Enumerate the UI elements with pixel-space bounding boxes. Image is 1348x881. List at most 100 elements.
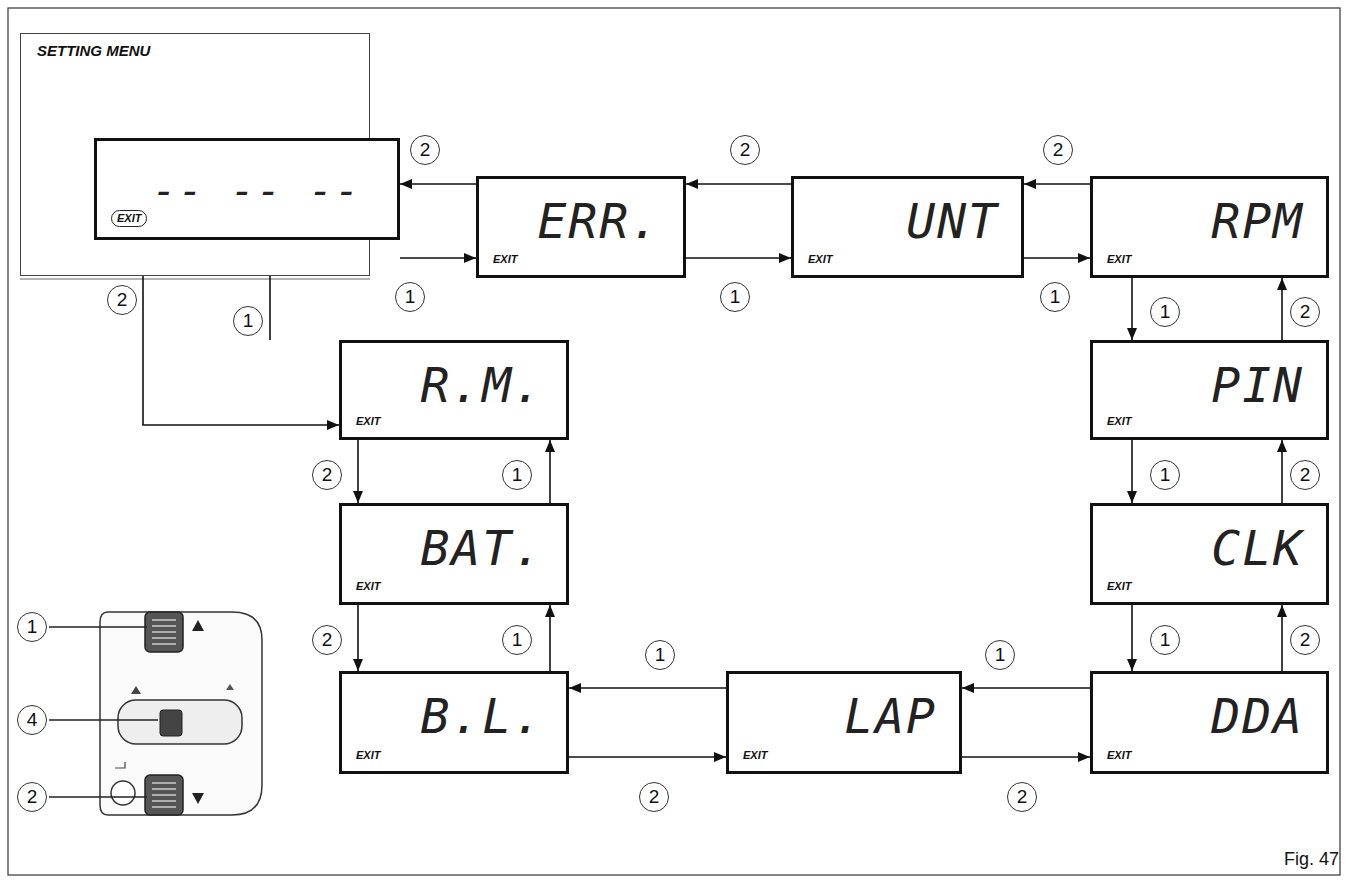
- figure-frame: [8, 8, 1340, 875]
- button-callout: 1: [502, 625, 532, 655]
- exit-indicator: EXIT: [1107, 416, 1131, 427]
- button-callout: 2: [410, 135, 440, 165]
- menu-arrow: [1131, 278, 1133, 340]
- button-rib: [152, 782, 176, 784]
- menu-arrow: [569, 687, 726, 689]
- button-callout: 1: [1150, 297, 1180, 327]
- menu-arrow: [1281, 278, 1283, 340]
- menu-title: SETTING MENU: [37, 42, 150, 59]
- exit-indicator: EXIT: [356, 581, 380, 592]
- callout-number: 4: [17, 705, 47, 735]
- button-rib: [152, 794, 176, 796]
- menu-arrow: [357, 440, 359, 503]
- down-triangle: [192, 793, 204, 804]
- display-readout: PIN: [1211, 361, 1304, 409]
- exit-indicator: EXIT: [808, 254, 832, 265]
- button-callout: 2: [1007, 782, 1037, 812]
- up-button: [145, 612, 183, 652]
- display-readout: B.L.: [420, 692, 544, 740]
- button-callout: 1: [1150, 625, 1180, 655]
- button-callout: 2: [639, 782, 669, 812]
- menu-arrow: [962, 756, 1090, 758]
- menu-arrow: [357, 605, 359, 671]
- joystick-knob: [160, 710, 182, 736]
- exit-indicator: EXIT: [1107, 254, 1131, 265]
- menu-arrow: [400, 257, 476, 259]
- button-callout: 2: [312, 625, 342, 655]
- button-callout: 1: [395, 282, 425, 312]
- menu-arrow: [1024, 183, 1090, 185]
- display-readout: UNT: [906, 197, 999, 245]
- display-readout: BAT.: [420, 524, 544, 572]
- button-callout: 2: [1290, 297, 1320, 327]
- down-button: [145, 775, 183, 815]
- menu-arrow: [549, 440, 551, 503]
- button-callout: 2: [312, 460, 342, 490]
- button-rib: [152, 631, 176, 633]
- display-screen-box: ERR. EXIT: [476, 176, 686, 278]
- button-rib: [152, 800, 176, 802]
- display-screen-box: B.L.EXIT: [339, 671, 569, 774]
- figure-number: Fig. 47: [1284, 849, 1339, 870]
- exit-indicator: EXIT: [743, 750, 767, 761]
- exit-indicator: EXIT: [356, 416, 380, 427]
- display-screen-box: UNT EXIT: [791, 176, 1024, 278]
- display-screen-box: -- -- -- EXIT: [94, 138, 400, 240]
- leader-line: [49, 719, 158, 720]
- small-mark: [131, 686, 141, 694]
- menu-arrow: [686, 183, 791, 185]
- display-screen-box: DDAEXIT: [1090, 671, 1329, 774]
- menu-group-box: SETTING MENU -- -- -- EXIT: [20, 33, 370, 276]
- display-readout: -- -- --: [152, 171, 361, 211]
- button-callout: 2: [1290, 460, 1320, 490]
- display-readout: ERR.: [537, 197, 661, 245]
- button-rib: [152, 637, 176, 639]
- menu-arrow: [1131, 440, 1133, 503]
- switch-housing: [100, 612, 262, 815]
- display-screen-box: R.M. EXIT: [339, 340, 569, 440]
- display-readout: R.M.: [420, 361, 544, 409]
- exit-indicator: EXIT: [111, 210, 147, 227]
- button-rib: [152, 619, 176, 621]
- menu-arrow: [549, 605, 551, 671]
- button-rib: [152, 788, 176, 790]
- display-screen-box: LAP EXIT: [726, 671, 962, 774]
- menu-arrow: [400, 183, 476, 185]
- button-callout: 1: [1150, 460, 1180, 490]
- button-rib: [152, 643, 176, 645]
- exit-indicator: EXIT: [1107, 581, 1131, 592]
- button-ribs: [152, 783, 176, 807]
- button-callout: 1: [502, 460, 532, 490]
- button-callout: 1: [645, 640, 675, 670]
- display-readout: CLK: [1211, 524, 1304, 572]
- button-callout: 1: [233, 306, 263, 336]
- callout-number: 2: [17, 782, 47, 812]
- button-rib: [152, 806, 176, 808]
- callout-number: 1: [17, 612, 47, 642]
- leader-line: [49, 796, 147, 797]
- display-screen-box: CLK EXIT: [1090, 503, 1329, 605]
- display-screen-box: RPM EXIT: [1090, 176, 1329, 278]
- menu-arrow: [1281, 440, 1283, 503]
- display-readout: LAP: [844, 692, 937, 740]
- round-button: [111, 781, 135, 805]
- button-callout: 1: [720, 282, 750, 312]
- leader-line: [49, 626, 147, 627]
- joystick-slot: [118, 700, 242, 744]
- button-rib: [152, 625, 176, 627]
- display-screen-box: BAT. EXIT: [339, 503, 569, 605]
- button-callout: 2: [1043, 135, 1073, 165]
- up-triangle: [192, 620, 204, 631]
- exit-indicator: EXIT: [1107, 750, 1131, 761]
- menu-arrow: [686, 257, 791, 259]
- button-callout: 1: [1040, 282, 1070, 312]
- exit-indicator: EXIT: [493, 254, 517, 265]
- menu-arrow: [962, 687, 1090, 689]
- button-callout: 2: [107, 285, 137, 315]
- menu-arrow: [1281, 605, 1283, 671]
- display-readout: RPM: [1211, 197, 1304, 245]
- menu-arrow: [1024, 257, 1090, 259]
